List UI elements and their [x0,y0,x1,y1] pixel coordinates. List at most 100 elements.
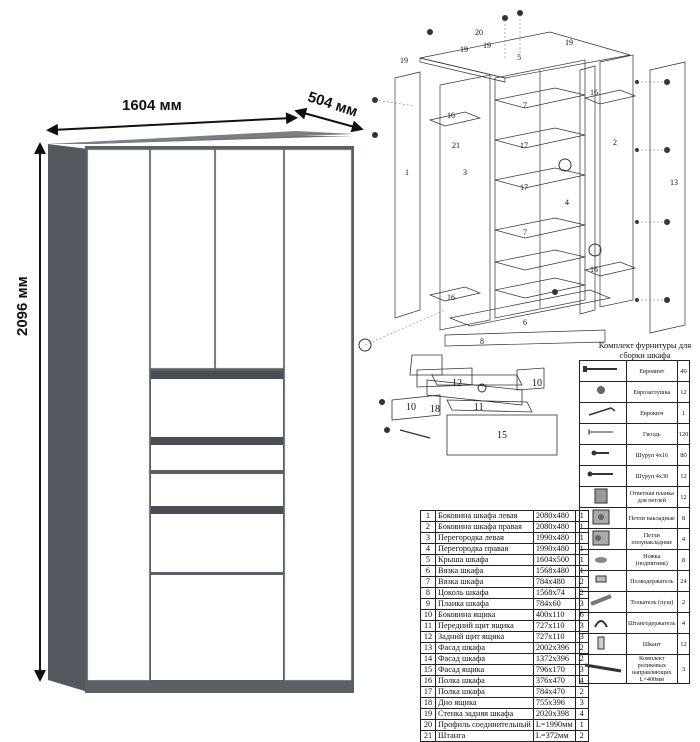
parts-cell-n: 9 [420,598,436,610]
parts-cell-n: 14 [420,653,436,665]
hardware-kit-label: Ответная планка для петлей [626,486,678,508]
parts-cell-qty: 3 [574,697,589,709]
part-label: 16 [447,293,455,302]
parts-cell-size: 1604x500 [532,554,576,566]
hardware-kit-qty: 8 [676,507,691,529]
part-label: 7 [523,228,527,237]
parts-cell-name: Вязка шкафа [435,576,534,588]
push-latch-icon [579,591,627,613]
parts-cell-size: 784x480 [532,576,576,588]
roller-slide-icon [579,654,627,684]
parts-cell-size: 1990x480 [532,543,576,555]
parts-cell-name: Вязка шкафа [435,565,534,577]
parts-cell-name: Фасад ящика [435,664,534,676]
part-label: 10 [406,402,416,413]
parts-cell-name: Боковина ящика [435,609,534,621]
hardware-kit-qty: 3 [676,654,691,684]
parts-cell-size: 2080x480 [532,510,576,522]
rod-holder-icon [579,612,627,634]
drawer-1 [151,371,283,471]
exploded-diagram: 1 2 3 4 5 6 7 7 8 13 17 17 16 16 16 16 1… [358,10,686,352]
part-label: 3 [463,168,467,177]
parts-cell-size: 784x470 [532,686,576,698]
part-label: 6 [523,318,527,327]
screw-long-icon [579,465,627,487]
parts-cell-name: Перегородка левая [435,532,534,544]
overlay-hinge-icon [579,507,627,529]
depth-arrow [294,107,364,133]
part-label: 12 [452,378,462,389]
hardware-kit-label: Полкодержатель [626,570,678,592]
parts-cell-name: Боковина шкафа правая [435,521,534,533]
parts-cell-n: 13 [420,642,436,654]
parts-cell-size: 376x470 [532,675,576,687]
hardware-kit-label: Штангодержатель [626,612,678,634]
parts-cell-qty: 1 [574,719,589,731]
drawer-2 [151,474,283,572]
parts-cell-size: L=372мм [532,730,576,742]
part-label: 5 [517,53,521,62]
parts-cell-name: Дно ящика [435,697,534,709]
parts-cell-name: Полка шкафа [435,686,534,698]
hardware-kit-label: Гвоздь [626,423,678,445]
part-label: 20 [475,28,483,37]
parts-cell-n: 1 [420,510,436,522]
drawer-handle [151,437,283,445]
parts-cell-size: 796x170 [532,664,576,676]
hardware-kit-label: Шкант [626,633,678,655]
hardware-kit-label: Евровинт [626,360,678,382]
drawer-handle [151,371,283,379]
parts-cell-size: 784x60 [532,598,576,610]
wardrobe-illustration [34,107,364,693]
parts-cell-size: 2002x396 [532,642,576,654]
drawer-handle [151,506,283,514]
parts-cell-name: Задний щит ящика [435,631,534,643]
screw-icon [579,444,627,466]
parts-cell-name: Фасад шкафа [435,642,534,654]
parts-cell-n: 18 [420,697,436,709]
hardware-kit-qty: 12 [676,465,691,487]
hardware-kit-qty: 12 [676,381,691,403]
parts-cell-name: Планка шкафа [435,598,534,610]
part-label: 8 [480,337,484,346]
hardware-kit-label: Шуруп 4x30 [626,465,678,487]
parts-cell-name: Перегородка правая [435,543,534,555]
parts-cell-n: 5 [420,554,436,566]
parts-cell-n: 16 [420,675,436,687]
parts-cell-name: Передний щит ящика [435,620,534,632]
hardware-kit-label: Комплект роликовых направляющих L=400мм [626,654,678,684]
parts-cell-size: 727x110 [532,620,576,632]
width-label: 1604 мм [122,97,182,114]
height-label: 2096 мм [14,276,31,336]
hardware-kit-label: Еврозаглушка [626,381,678,403]
part-label: 15 [497,430,507,441]
drawer-divider [151,470,283,474]
hardware-kit-qty: 24 [676,570,691,592]
part-label: 16 [447,111,455,120]
parts-cell-n: 21 [420,730,436,742]
drawer-explode: 12 10 10 18 11 15 [379,354,558,456]
parts-cell-n: 20 [420,719,436,731]
width-arrow [46,112,298,136]
parts-cell-size: 755x396 [532,697,576,709]
part-label: 19 [483,41,491,50]
door-2 [150,149,215,369]
parts-cell-n: 19 [420,708,436,720]
